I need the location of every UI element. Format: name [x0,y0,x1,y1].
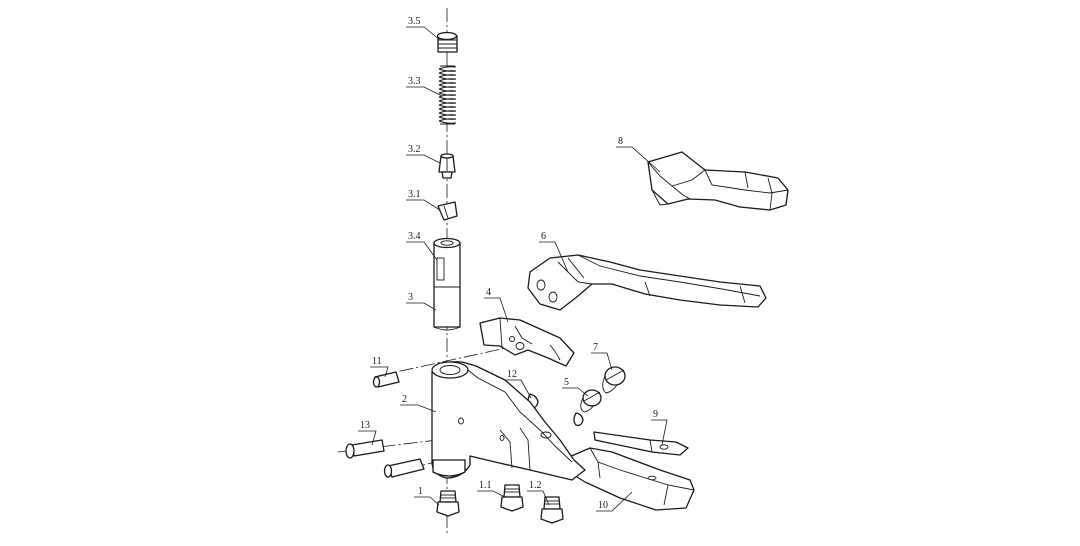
label-12: 12 [507,369,517,380]
label-1: 1 [418,486,423,497]
part-4-bracket [479,317,575,367]
part-8-lever [647,151,789,211]
part-1-1-fitting [500,484,524,512]
label-3-4: 3.4 [408,231,421,242]
label-1-2: 1.2 [529,480,542,491]
label-2: 2 [402,394,407,405]
part-1-2-fitting [540,496,564,524]
label-3-1: 3.1 [408,189,421,200]
part-3-5-knurled-nut [436,31,458,53]
label-1-1: 1.1 [479,480,492,491]
label-3-2: 3.2 [408,144,421,155]
label-7: 7 [593,342,598,353]
pin-11-axis [377,345,516,377]
label-10: 10 [598,500,608,511]
part-10-handle [561,447,695,511]
part-7-set-screw [602,366,626,394]
label-6: 6 [541,231,546,242]
label-11: 11 [372,356,382,367]
part-5-set-screw [580,389,602,413]
part-13-pin [345,439,385,459]
label-13: 13 [360,420,370,431]
part-1-fitting [436,490,460,517]
label-8: 8 [618,136,623,147]
part-3-sleeve [433,237,461,331]
part-13-pin-lower [383,458,425,478]
leader-lines [358,26,668,512]
label-3: 3 [408,292,413,303]
part-9-plate [593,431,689,456]
part-11-pin [372,371,400,388]
label-4: 4 [486,287,491,298]
label-3-3: 3.3 [408,76,421,87]
part-2-main-arm [431,361,586,481]
label-3-5: 3.5 [408,16,421,27]
label-5: 5 [564,377,569,388]
part-3-2-plunger [438,153,456,179]
part-3-1-bushing [437,201,458,221]
part-3-3-spring [438,65,457,125]
label-9: 9 [653,409,658,420]
part-6-lever [527,254,767,311]
